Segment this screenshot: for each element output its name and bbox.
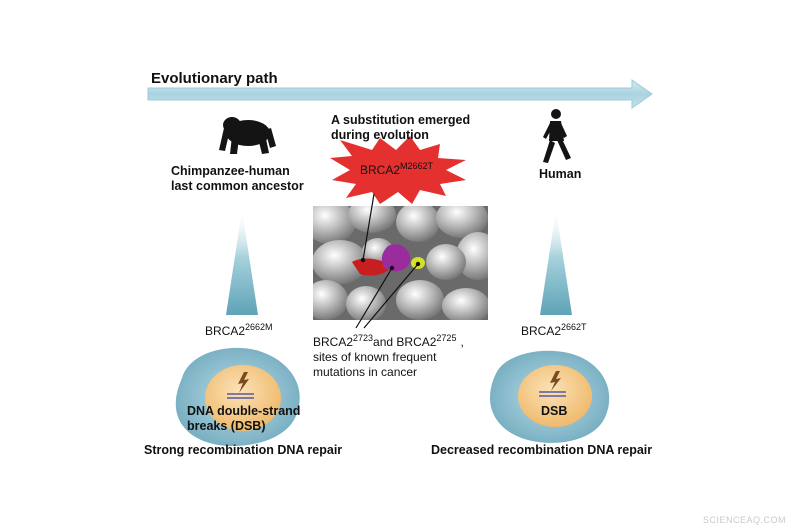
human-gene-label: BRCA22662T xyxy=(521,322,587,338)
substitution-burst xyxy=(330,136,466,204)
human-gradient-cone xyxy=(540,210,572,315)
substitution-heading-line2: during evolution xyxy=(331,128,429,142)
gene-variant: 2725 xyxy=(436,333,457,343)
ancestor-repair-label: Strong recombination DNA repair xyxy=(144,443,343,457)
human-label: Human xyxy=(539,167,582,181)
dna-break-icon xyxy=(227,372,254,399)
ancestor-label: Chimpanzee-human last common ancestor xyxy=(171,164,304,194)
diagram-title: Evolutionary path xyxy=(151,70,278,87)
watermark: SCIENCEAQ.COM xyxy=(703,515,787,525)
evolution-arrow xyxy=(147,79,653,109)
chimpanzee-icon xyxy=(219,117,276,154)
ancestor-label-line2: last common ancestor xyxy=(171,179,304,193)
dna-break-icon xyxy=(539,371,566,397)
gene-name: BRCA2 xyxy=(360,163,401,177)
ancestor-gradient-cone xyxy=(226,210,258,315)
mutation-note-line3: mutations in cancer xyxy=(313,365,418,379)
ancestor-label-line1: Chimpanzee-human xyxy=(171,164,290,178)
human-repair-label: Decreased recombination DNA repair xyxy=(431,443,653,457)
human-nucleus-label: DSB xyxy=(541,404,568,418)
pointer-lines xyxy=(355,193,421,329)
ancestor-gene-label: BRCA22662M xyxy=(205,322,273,338)
mutation-note-line2: sites of known frequent xyxy=(313,350,437,364)
nucleus-label-line1: DNA double-strand xyxy=(187,404,301,418)
cancer-mutation-note: BRCA22723and BRCA22725, sites of known f… xyxy=(313,331,464,380)
gene-name: BRCA2 xyxy=(205,324,246,338)
protein-structure xyxy=(313,206,488,320)
substitution-heading-line1: A substitution emerged xyxy=(331,113,471,127)
human-icon xyxy=(543,109,571,163)
substitution-heading: A substitution emerged during evolution xyxy=(331,113,470,143)
ancestor-nucleus-label: DNA double-strand breaks (DSB) xyxy=(187,404,300,434)
gene-variant: 2723 xyxy=(353,333,374,343)
comma-text: , xyxy=(460,335,464,349)
substitution-gene-label: BRCA2M2662T xyxy=(360,161,433,177)
gene-name: BRCA2 xyxy=(521,324,562,338)
gene-variant: 2662M xyxy=(245,322,273,332)
nucleus-label-line2: breaks (DSB) xyxy=(187,419,266,433)
mutation-genes-line: BRCA22723and BRCA22725, xyxy=(313,331,464,350)
gene-name: BRCA2 xyxy=(313,335,354,349)
gene-variant: 2662T xyxy=(561,322,587,332)
gene-variant: M2662T xyxy=(400,161,434,171)
conjunction-text: and BRCA2 xyxy=(373,335,437,349)
